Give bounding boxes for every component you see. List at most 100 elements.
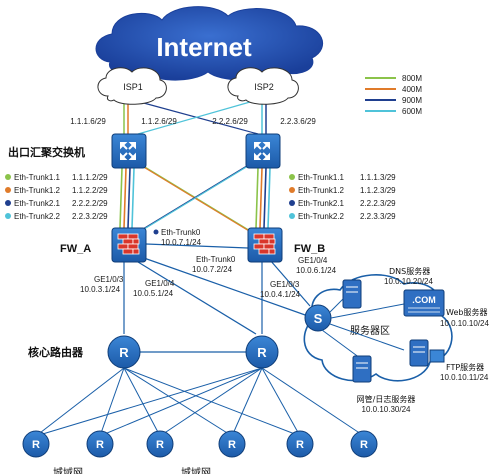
- fw-b-ge1-name: GE1/0/4: [298, 256, 328, 265]
- trunk-left-name-3: Eth-Trunk2.2: [14, 212, 60, 221]
- log-server-ip: 10.0.10.30/24: [362, 405, 411, 414]
- trunk-left-dot-0: [5, 174, 11, 180]
- trunk-left-ip-1: 1.1.2.2/29: [72, 186, 108, 195]
- trunk-right-dot-2: [289, 200, 295, 206]
- server-switch: S: [304, 304, 332, 332]
- isp1-ip-b: 1.1.2.6/29: [141, 117, 177, 126]
- metro-router-6-label: R: [360, 439, 368, 451]
- fw-a-ge1-ip: 10.0.3.1/24: [80, 285, 121, 294]
- fw-a-trunk-dot: [153, 229, 159, 235]
- sw1-fwa-navy: [127, 167, 131, 229]
- trunk-right-ip-2: 2.2.2.3/29: [360, 199, 396, 208]
- fw-b-name: FW_B: [294, 243, 325, 255]
- server-switch-label: S: [314, 311, 323, 326]
- trunk-left-ip-2: 2.2.2.2/29: [72, 199, 108, 208]
- metro-router-3: [146, 430, 174, 458]
- trunk-left-dot-1: [5, 187, 11, 193]
- ftp-server-ip: 10.0.10.11/24: [440, 373, 489, 382]
- trunk-right-ip-0: 1.1.1.3/29: [360, 173, 396, 182]
- legend-label-1: 400M: [402, 85, 422, 94]
- core-router-label: 核心路由器: [28, 345, 84, 359]
- sw2-fwb-green: [255, 167, 259, 229]
- link-isp1-sw2: [139, 101, 259, 135]
- trunk-right-ip-1: 1.1.2.3/29: [360, 186, 396, 195]
- metro-router-1-label: R: [32, 439, 40, 451]
- fwb-switch-s: [269, 259, 311, 307]
- trunk-right-name-3: Eth-Trunk2.2: [298, 212, 344, 221]
- link-lines: [35, 101, 365, 437]
- web-server-name: Web服务器: [446, 307, 487, 317]
- metro-label-2: 城域网: [181, 466, 211, 474]
- egress-switch-label: 出口汇聚交换机: [8, 145, 85, 159]
- link-isp2-sw1: [137, 101, 251, 135]
- log-server-icon: [352, 355, 372, 383]
- trunk-left-name-0: Eth-Trunk1.1: [14, 173, 60, 182]
- fw-a-trunk-ip: 10.0.7.1/24: [161, 238, 202, 247]
- metro-router-6: [350, 430, 378, 458]
- trunk-right-name-1: Eth-Trunk1.2: [298, 186, 344, 195]
- fw-b-ge1-ip: 10.0.6.1/24: [296, 266, 337, 275]
- log-server-name: 网管/日志服务器: [357, 394, 416, 404]
- fw-b-trunk-ip: 10.0.7.2/24: [192, 265, 233, 274]
- fwa-switch-s: [143, 257, 309, 317]
- fw-a-ge2-name: GE1/0/4: [145, 279, 175, 288]
- sw2-fwa-cross: [137, 163, 251, 233]
- metro-router-5-label: R: [296, 439, 304, 451]
- trunk-right-dot-0: [289, 174, 295, 180]
- legend-label-3: 600M: [402, 107, 422, 116]
- trunk-left-dot-3: [5, 213, 11, 219]
- sw1-fwa-green: [119, 167, 123, 229]
- trunk-right-name-0: Eth-Trunk1.1: [298, 173, 344, 182]
- sw2-fwb-cyan: [267, 167, 271, 229]
- fw-a-ge1-name: GE1/0/3: [94, 275, 124, 284]
- trunk-left-name-1: Eth-Trunk1.2: [14, 186, 60, 195]
- metro-router-2: [86, 430, 114, 458]
- server-zone-label: 服务器区: [350, 324, 390, 337]
- web-server-ip: 10.0.10.10/24: [440, 319, 489, 328]
- core-router-right: R: [245, 335, 279, 369]
- metro-router-2-label: R: [96, 439, 104, 451]
- metro-router-3-label: R: [156, 439, 164, 451]
- isp1-label: ISP1: [123, 82, 143, 92]
- fw-b-trunk-name: Eth-Trunk0: [196, 255, 236, 264]
- firewall-a: [111, 227, 147, 263]
- fw-b-ge2-name: GE1/0/3: [270, 280, 300, 289]
- core-router-left: R: [107, 335, 141, 369]
- ftp-server-name: FTP服务器: [446, 362, 484, 372]
- sw2-fwb-orange: [259, 167, 263, 229]
- legend-label-2: 900M: [402, 96, 422, 105]
- isp2-cloud: ISP2: [227, 67, 299, 105]
- trunk-right-ip-3: 2.2.3.3/29: [360, 212, 396, 221]
- isp1-ip-a: 1.1.1.6/29: [70, 117, 106, 126]
- egress-switch-right: [245, 133, 281, 169]
- sw1-fwa-orange: [123, 167, 127, 229]
- trunk-right-dot-1: [289, 187, 295, 193]
- metro-router-4-label: R: [228, 439, 236, 451]
- fw-a-name: FW_A: [60, 243, 91, 255]
- dns-server-ip: 10.0.10.20/24: [384, 277, 433, 286]
- bottom-routers: R R R R R R: [22, 430, 378, 458]
- sw2-fwa-cross-2: [135, 165, 249, 235]
- bandwidth-legend: 800M 400M 900M 600M: [365, 74, 422, 116]
- trunk-left-dot-2: [5, 200, 11, 206]
- fw-a-ge2-ip: 10.0.5.1/24: [133, 289, 174, 298]
- trunk-list-left: Eth-Trunk1.1 Eth-Trunk1.2 Eth-Trunk2.1 E…: [5, 173, 108, 221]
- metro-router-5: [286, 430, 314, 458]
- web-server-badge: .COM: [412, 295, 436, 305]
- core-router-left-label: R: [119, 345, 129, 360]
- sw1-fwb-cross-2: [141, 165, 255, 235]
- metro-router-1: [22, 430, 50, 458]
- internet-cloud: Internet: [95, 6, 324, 81]
- fw-heartbeat: [145, 243, 249, 249]
- dns-server-icon: [342, 279, 362, 309]
- sw1-fwa-cyan: [131, 167, 135, 229]
- fw-b-ge2-ip: 10.0.4.1/24: [260, 290, 301, 299]
- metro-label-1: 城域网: [53, 466, 83, 474]
- core-router-right-label: R: [257, 345, 267, 360]
- dns-server-name: DNS服务器: [389, 266, 430, 276]
- internet-label: Internet: [156, 32, 252, 62]
- fw-a-trunk-name: Eth-Trunk0: [161, 228, 201, 237]
- sw2-fwb-navy: [263, 167, 267, 229]
